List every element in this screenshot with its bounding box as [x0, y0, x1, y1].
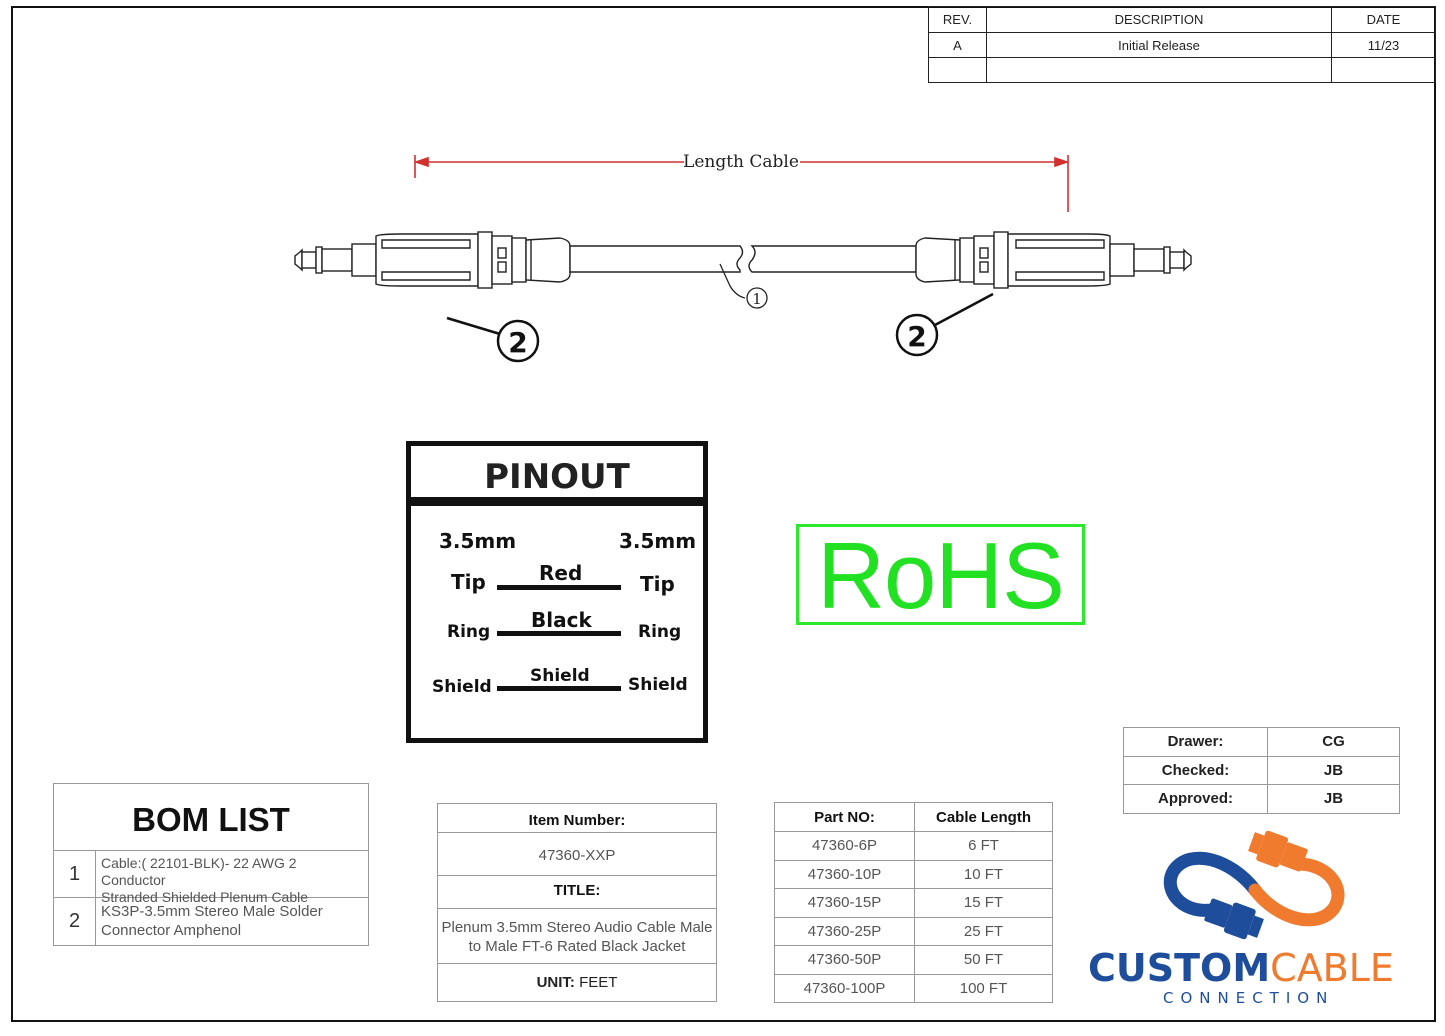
bom-item-description-line: KS3P-3.5mm Stereo Male Solder [101, 903, 323, 920]
pinout-title: PINOUT [411, 446, 703, 506]
table-row: Checked:JB [1123, 755, 1400, 785]
signoff-value: JB [1267, 784, 1400, 814]
wire-line-ring [497, 631, 621, 636]
part-no-cell: 47360-100P [774, 973, 915, 1003]
bom-item-description-line: Stranded Shielded Plenum Cable [101, 889, 309, 905]
pinout-left-header: 3.5mm [439, 529, 517, 553]
signoff-value: JB [1267, 755, 1400, 785]
date-empty [1331, 57, 1436, 83]
description-header: DESCRIPTION [986, 6, 1332, 33]
table-row: Approved:JB [1123, 784, 1400, 814]
drawing-frame [11, 6, 1436, 1022]
bom-item-description-line: Connector Amphenol [101, 922, 242, 939]
cable-body [569, 245, 917, 273]
cable-length-cell: 100 FT [914, 973, 1053, 1003]
bom-title: BOM LIST [54, 784, 368, 851]
cable-length-cell: 10 FT [914, 859, 1053, 889]
item-info-box: Item Number: 47360-XXP TITLE: Plenum 3.5… [437, 803, 717, 1002]
wire-line-tip [497, 585, 621, 590]
right-connector [915, 231, 1192, 289]
signoff-label: Checked: [1123, 755, 1268, 785]
part-no-cell: 47360-15P [774, 888, 915, 918]
length-cable-label: Length Cable [683, 152, 799, 172]
cable-length-cell: 50 FT [914, 945, 1053, 975]
part-no-cell: 47360-10P [774, 859, 915, 889]
bom-item-description: Cable:( 22101-BLK)- 22 AWG 2 Conductor S… [101, 855, 364, 906]
signoff-label: Drawer: [1123, 727, 1268, 757]
item-number-value: 47360-XXP [538, 847, 616, 864]
right-connector-callout-number: 2 [907, 320, 926, 353]
rev-empty [928, 57, 987, 83]
cable-callout [719, 263, 768, 309]
rohs-badge: RoHS [796, 524, 1085, 625]
part-no-cell: 47360-50P [774, 945, 915, 975]
bom-row: 1 Cable:( 22101-BLK)- 22 AWG 2 Conductor… [54, 851, 368, 905]
cable-length-cell: 15 FT [914, 888, 1053, 918]
pin-left-shield: Shield [432, 677, 492, 697]
left-connector [294, 231, 571, 289]
signoff-label: Approved: [1123, 784, 1268, 814]
length-dimension [413, 155, 1070, 212]
wire-red: Red [539, 561, 583, 585]
bom-row: 2 KS3P-3.5mm Stereo Male Solder Connecto… [54, 898, 368, 945]
bom-list: BOM LIST 1 Cable:( 22101-BLK)- 22 AWG 2 … [53, 783, 369, 946]
title-label: TITLE: [553, 882, 601, 899]
revision-table: REV. DESCRIPTION DATE A Initial Release … [928, 6, 1436, 83]
pin-left-tip: Tip [451, 570, 486, 594]
date-header: DATE [1331, 6, 1436, 33]
pin-right-shield: Shield [628, 675, 688, 695]
cable-length-cell: 6 FT [914, 831, 1053, 861]
pinout-box: PINOUT 3.5mm 3.5mm Tip Red Tip Ring Blac… [406, 441, 708, 743]
logo-subtitle: CONNECTION [1163, 989, 1335, 1007]
bom-item-description: KS3P-3.5mm Stereo Male Solder Connector … [101, 902, 364, 940]
pin-left-ring: Ring [447, 622, 491, 642]
signoff-value: CG [1267, 727, 1400, 757]
bom-item-number: 1 [54, 851, 96, 897]
title-value-line: to Male FT-6 Rated Black Jacket [468, 938, 686, 955]
part-no-header: Part NO: [774, 802, 915, 832]
left-connector-callout-number: 2 [508, 326, 527, 359]
pin-right-ring: Ring [638, 622, 682, 642]
pin-right-tip: Tip [640, 572, 675, 596]
pinout-right-header: 3.5mm [619, 529, 697, 553]
logo-word-cable: CABLE [1270, 946, 1394, 990]
wire-black: Black [531, 608, 592, 632]
bom-item-description-line: Cable:( 22101-BLK)- 22 AWG 2 Conductor [101, 855, 297, 888]
unit-value: FEET [579, 974, 618, 991]
cable-length-header: Cable Length [914, 802, 1053, 832]
right-connector-callout [895, 292, 994, 357]
wire-shield: Shield [530, 666, 590, 686]
title-value: Plenum 3.5mm Stereo Audio Cable Male to … [438, 918, 716, 956]
part-no-cell: 47360-6P [774, 831, 915, 861]
company-logo-icon [1163, 830, 1345, 940]
cable-callout-number: 1 [752, 290, 762, 308]
part-no-cell: 47360-25P [774, 916, 915, 946]
signoff-table: Drawer:CG Checked:JB Approved:JB [1123, 727, 1400, 814]
company-logo-text: CUSTOMCABLE [1088, 946, 1394, 990]
bom-item-number: 2 [54, 898, 96, 945]
left-connector-callout [446, 316, 540, 363]
cable-length-cell: 25 FT [914, 916, 1053, 946]
item-number-label: Item Number: [528, 812, 626, 829]
unit-label: UNIT: [536, 974, 575, 991]
unit-row: UNIT: FEET [438, 973, 716, 993]
date-value: 11/23 [1331, 32, 1436, 58]
wire-line-shield [497, 686, 621, 691]
table-row: Drawer:CG [1123, 727, 1400, 757]
logo-word-custom: CUSTOM [1088, 946, 1271, 990]
title-value-line: Plenum 3.5mm Stereo Audio Cable Male [441, 919, 713, 936]
